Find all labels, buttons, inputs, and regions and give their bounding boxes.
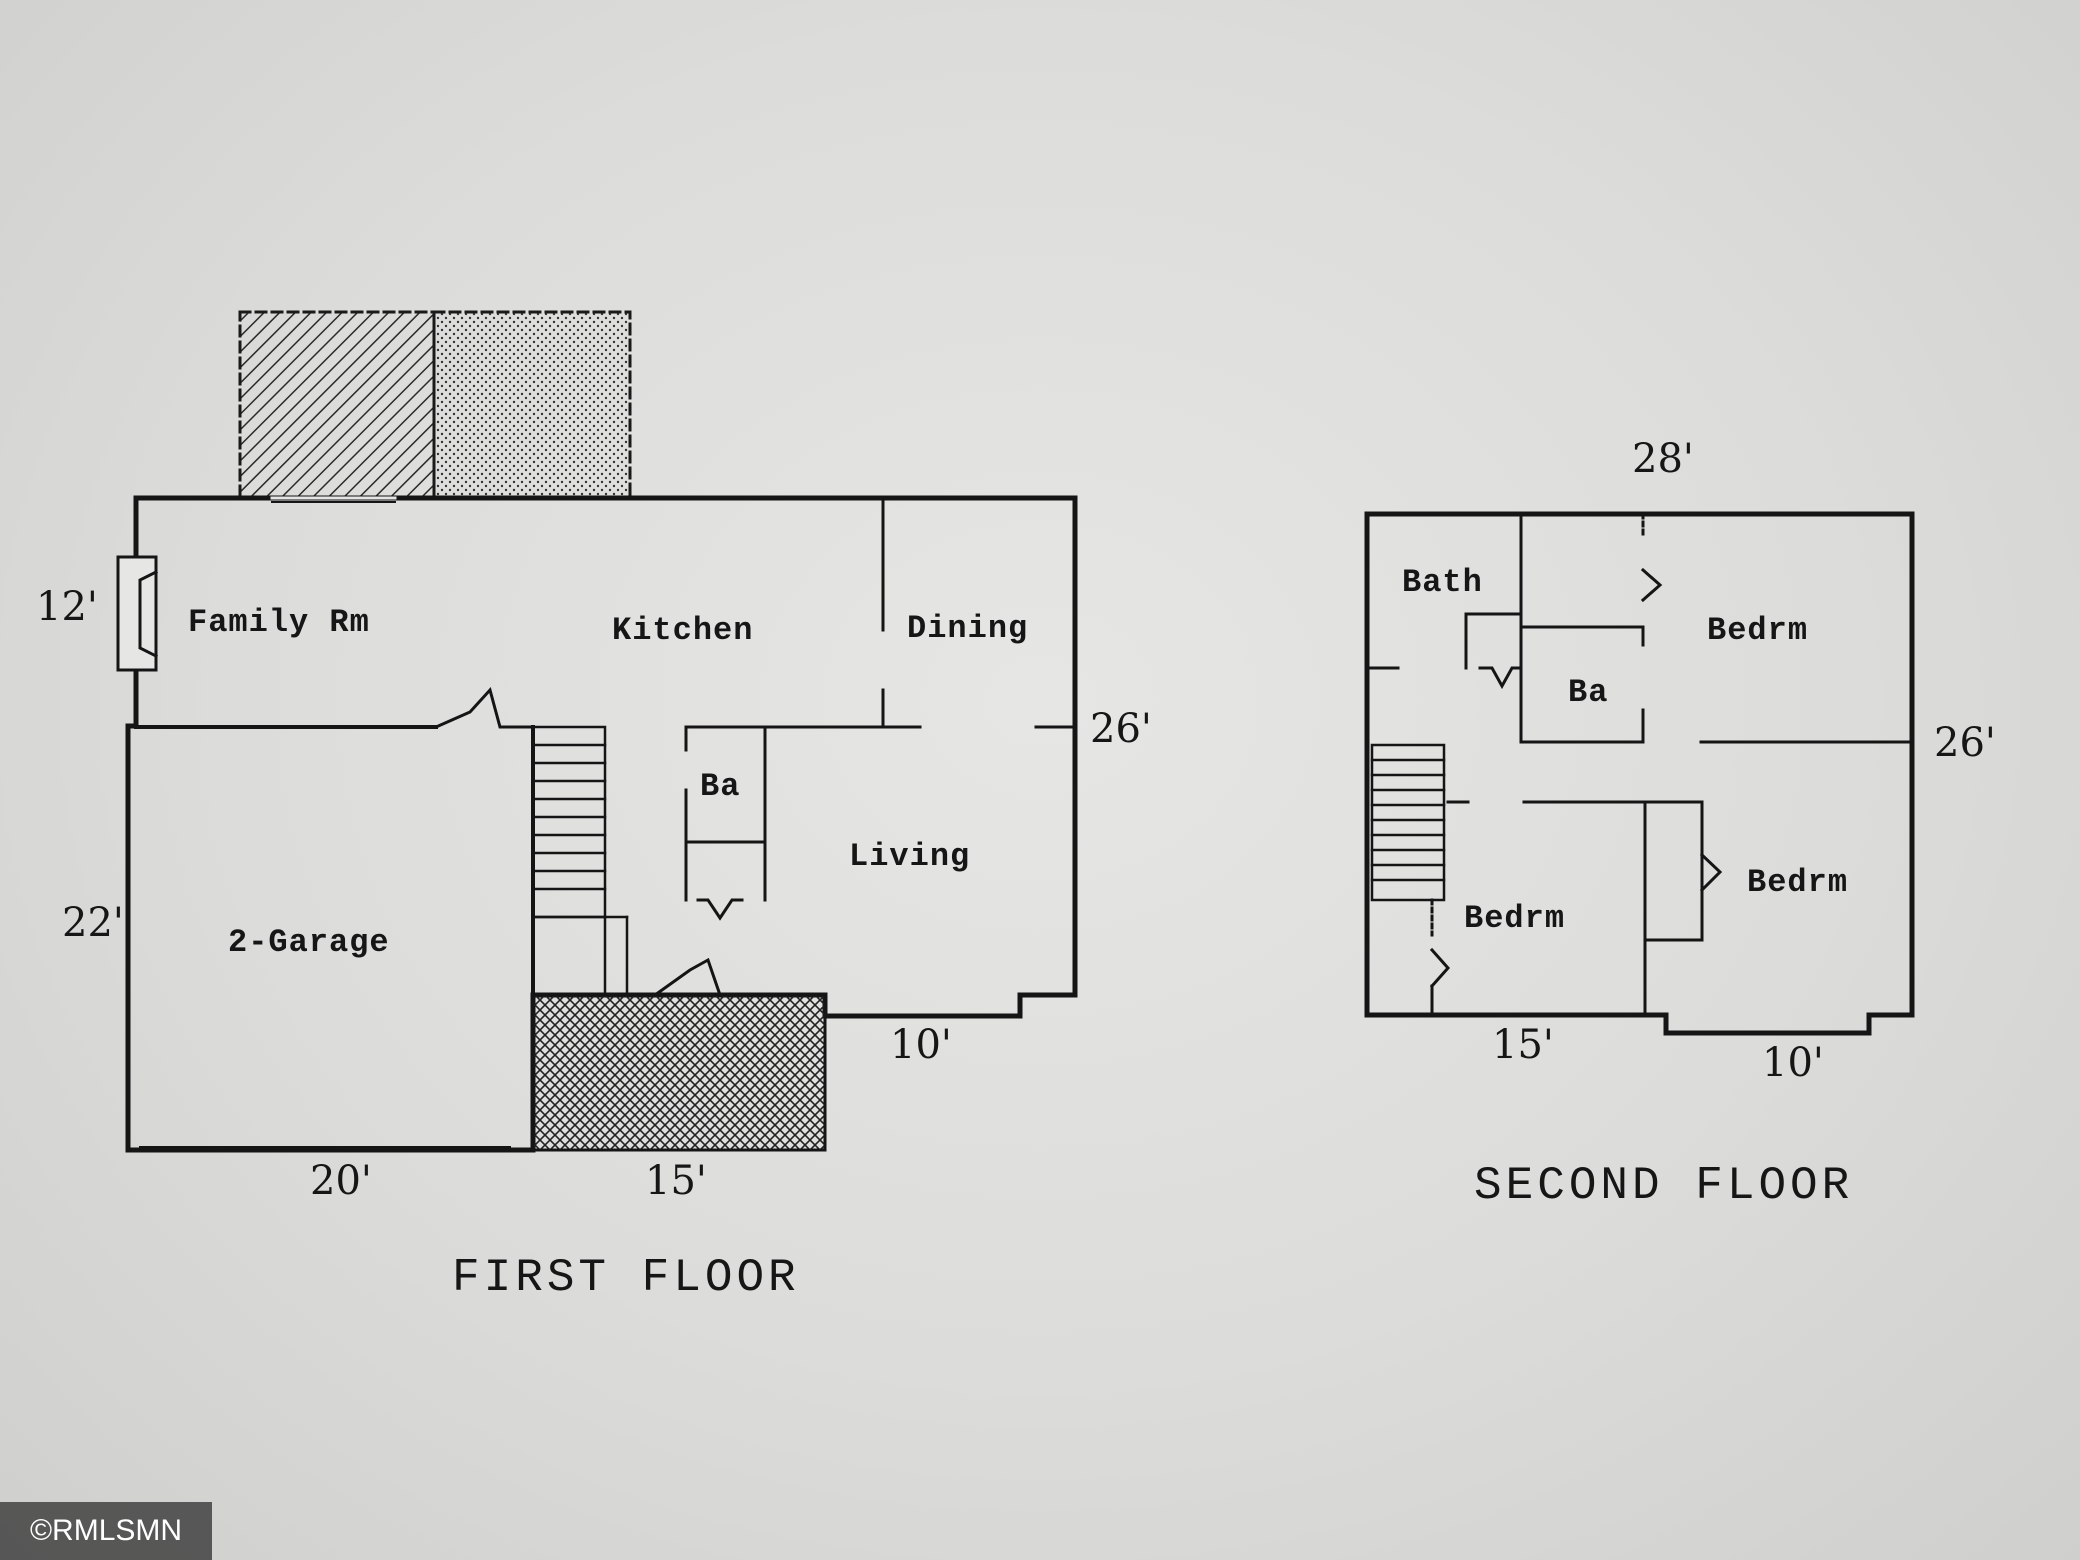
room-label-ba-upper: Ba — [1568, 674, 1609, 711]
dimension-15ft-upper: 15' — [1492, 1022, 1554, 1068]
front-porch — [531, 993, 827, 1152]
dimension-10ft: 10' — [890, 1022, 952, 1068]
hatched-patio — [238, 310, 436, 500]
dimension-26ft: 26' — [1090, 706, 1152, 752]
room-label-bedroom-se: Bedrm — [1747, 864, 1849, 901]
room-label-bath-upper: Bath — [1402, 564, 1483, 601]
dotted-patio — [432, 310, 632, 500]
dimension-28ft: 28' — [1632, 436, 1694, 482]
watermark: ©RMLSMN — [0, 1502, 212, 1560]
dimension-26ft-upper: 26' — [1934, 720, 1996, 766]
dimension-22ft: 22' — [62, 900, 124, 946]
second-floor-title: SECOND FLOOR — [1474, 1160, 1854, 1212]
first-floor-title: FIRST FLOOR — [452, 1252, 800, 1304]
dimension-20ft: 20' — [310, 1158, 372, 1204]
room-label-family-room: Family Rm — [188, 604, 370, 641]
room-label-bath: Ba — [700, 768, 741, 805]
first-floor-bath — [684, 725, 767, 921]
room-label-garage: 2-Garage — [228, 924, 390, 961]
dimension-15ft: 15' — [645, 1158, 707, 1204]
room-label-bedroom-ne: Bedrm — [1707, 612, 1809, 649]
room-label-dining: Dining — [907, 610, 1029, 647]
second-floor-stairs — [1370, 743, 1446, 902]
dimension-10ft-upper: 10' — [1762, 1040, 1824, 1086]
room-label-kitchen: Kitchen — [612, 612, 754, 649]
second-floor-outer-wall — [1364, 511, 1915, 1036]
room-label-bedroom-sw: Bedrm — [1464, 900, 1566, 937]
first-floor-stairs — [531, 725, 629, 997]
room-label-living: Living — [849, 838, 971, 875]
dimension-12ft: 12' — [36, 584, 98, 630]
